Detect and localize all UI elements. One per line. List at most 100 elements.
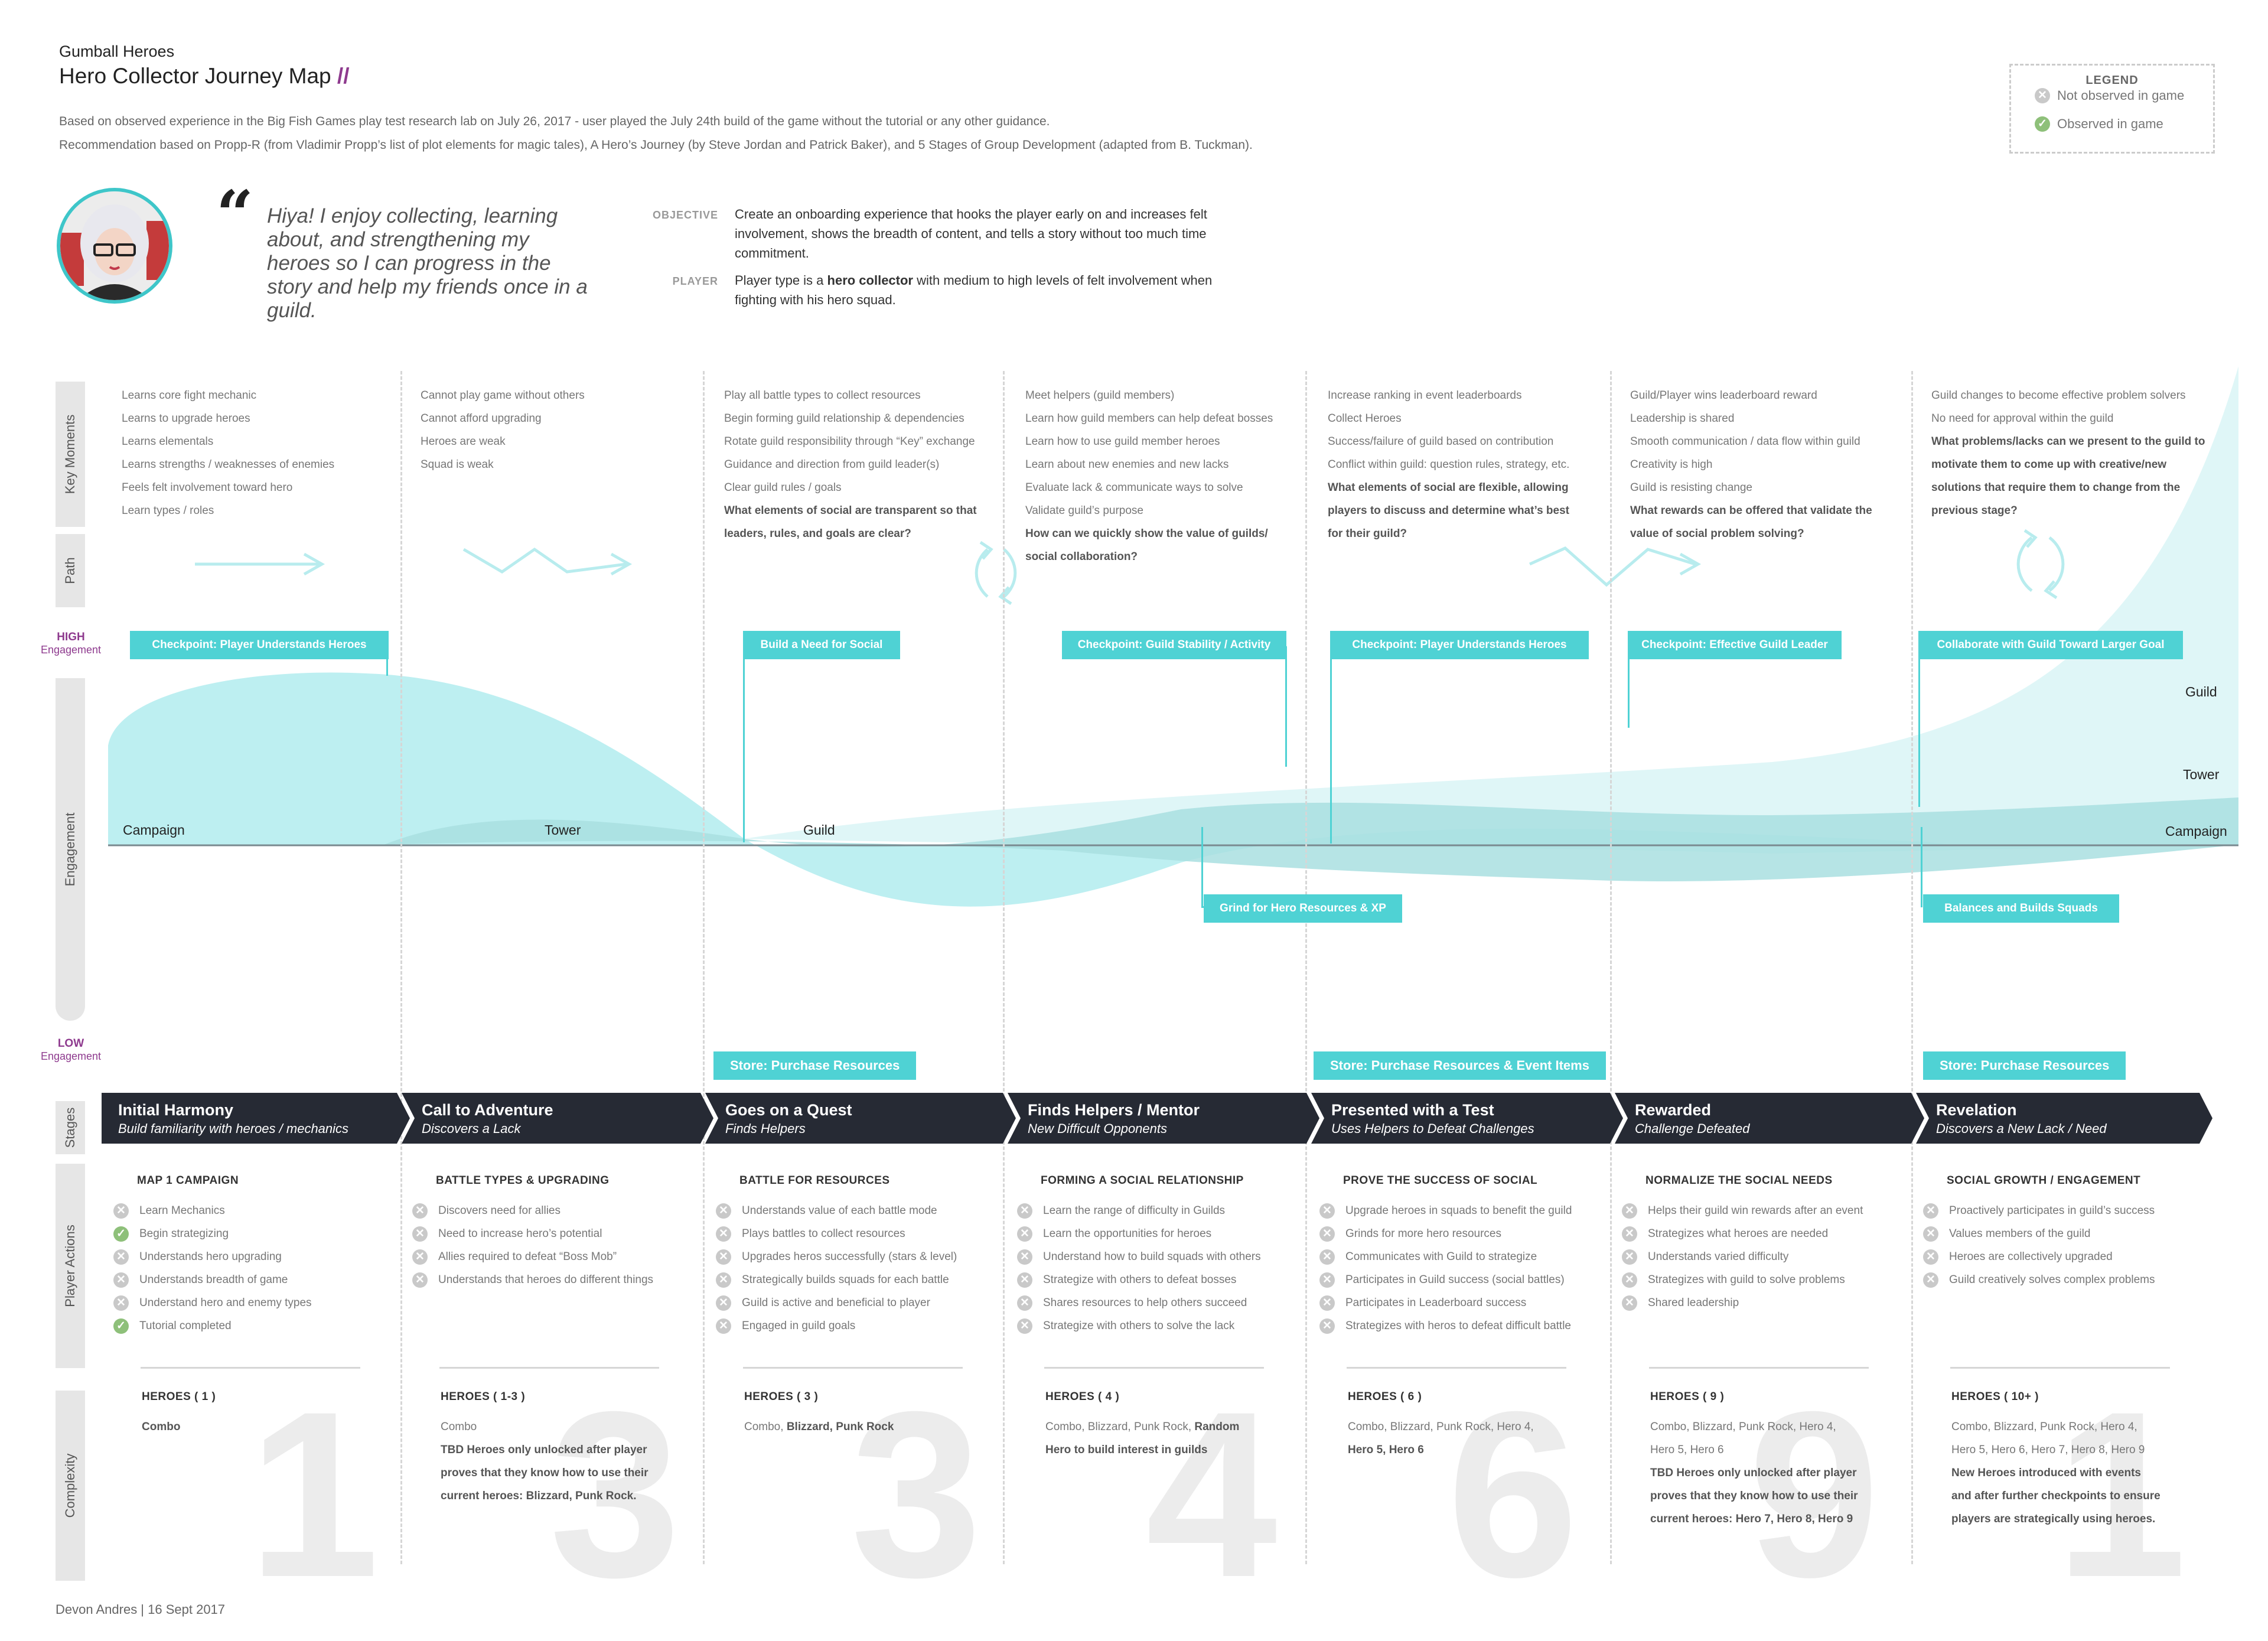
column-divider	[1305, 371, 1307, 1564]
complexity-line: current heroes: Blizzard, Punk Rock.	[441, 1484, 695, 1507]
legend-row-observed: ✓Observed in game	[2035, 116, 2163, 132]
complexity-heading: HEROES ( 3 )	[744, 1391, 819, 1403]
not-observed-icon: ✕	[716, 1272, 731, 1288]
not-observed-icon: ✕	[1017, 1249, 1032, 1265]
not-observed-icon: ✕	[412, 1226, 428, 1242]
stage-title: Initial Harmony	[118, 1101, 234, 1119]
not-observed-icon: ✕	[1017, 1318, 1032, 1334]
player-action-item: ✕Strategizes with guild to solve problem…	[1622, 1268, 1899, 1291]
player-action-item: ✕Shares resources to help others succeed	[1017, 1291, 1295, 1314]
not-observed-icon: ✕	[1017, 1203, 1032, 1219]
tower-label-right: Tower	[2183, 767, 2220, 782]
player-actions-column: NORMALIZE THE SOCIAL NEEDS✕Helps their g…	[1622, 1174, 1899, 1314]
player-action-text: Values members of the guild	[1949, 1228, 2091, 1240]
key-moment-item: Guild changes to become effective proble…	[1931, 389, 2186, 402]
key-moment-item: Clear guild rules / goals	[724, 481, 842, 494]
section-rule	[141, 1367, 360, 1369]
key-moment-item: Cannot play game without others	[421, 389, 585, 402]
complexity-line: Combo, Blizzard, Punk Rock	[744, 1415, 998, 1438]
key-moments-column: Guild changes to become effective proble…	[1931, 384, 2209, 522]
player-actions-column: MAP 1 CAMPAIGN✕Learn Mechanics✓Begin str…	[113, 1174, 391, 1337]
guild-area	[744, 366, 2238, 854]
player-action-item: ✕Strategizes with heros to defeat diffic…	[1319, 1314, 1597, 1337]
key-moment-question: What elements of social are transparent …	[724, 504, 977, 517]
complexity-line: Hero 5, Hero 6, Hero 7, Hero 8, Hero 9	[1951, 1438, 2205, 1461]
legend-not-observed-label: Not observed in game	[2057, 88, 2185, 103]
player-actions-column: BATTLE FOR RESOURCES✕Understands value o…	[716, 1174, 993, 1337]
player-action-item: ✕Values members of the guild	[1923, 1222, 2201, 1245]
player-action-text: Proactively participates in guild’s succ…	[1949, 1204, 2155, 1217]
row-label-key-moments: Key Moments	[56, 382, 85, 527]
not-observed-icon: ✕	[1319, 1249, 1335, 1265]
player-actions-heading: SOCIAL GROWTH / ENGAGEMENT	[1947, 1174, 2141, 1187]
not-observed-icon: ✕	[716, 1318, 731, 1334]
section-rule	[743, 1367, 963, 1369]
checkpoint-leader-line	[1285, 646, 1287, 767]
campaign-area	[108, 672, 1949, 907]
not-observed-icon: ✕	[412, 1203, 428, 1219]
observed-icon: ✓	[2035, 116, 2050, 132]
player-action-item: ✕Guild creatively solves complex problem…	[1923, 1268, 2201, 1291]
key-moment-question: What rewards can be offered that validat…	[1630, 504, 1872, 517]
engagement-low-sub: Engagement	[40, 1050, 102, 1062]
key-moment-item: Evaluate lack & communicate ways to solv…	[1025, 481, 1243, 494]
not-observed-icon: ✕	[113, 1203, 129, 1219]
row-label-stages: Stages	[56, 1101, 85, 1154]
stage-subtitle: New Difficult Opponents	[1028, 1121, 1167, 1136]
complexity-line: Combo, Blizzard, Punk Rock, Hero 4,	[1650, 1415, 1904, 1438]
key-moment-item: Learns core fight mechanic	[122, 389, 257, 402]
complexity-line-text: and after further checkpoints to ensure	[1951, 1490, 2161, 1502]
not-observed-icon: ✕	[1319, 1295, 1335, 1311]
player-actions-column: PROVE THE SUCCESS OF SOCIAL✕Upgrade hero…	[1319, 1174, 1597, 1337]
key-moment-item: Learn types / roles	[122, 504, 214, 517]
not-observed-icon: ✕	[412, 1272, 428, 1288]
player-action-text: Learn Mechanics	[139, 1204, 225, 1217]
player-action-text: Upgrades heros successfully (stars & lev…	[742, 1251, 957, 1263]
player-action-item: ✕Strategize with others to solve the lac…	[1017, 1314, 1295, 1337]
path-cycle-icon-1	[975, 541, 1017, 605]
complexity-heading: HEROES ( 9 )	[1650, 1391, 1725, 1403]
stage-title: Revelation	[1936, 1101, 2017, 1119]
complexity-line: TBD Heroes only unlocked after player	[441, 1438, 695, 1461]
section-rule	[1347, 1367, 1566, 1369]
key-moment-question: players to discuss and determine what’s …	[1328, 504, 1569, 517]
player-action-item: ✕Understands hero upgrading	[113, 1245, 391, 1268]
key-moment-item: Smooth communication / data flow within …	[1630, 435, 1860, 448]
complexity-line: players are strategically using heroes.	[1951, 1507, 2205, 1531]
complexity-line-text: Hero 5, Hero 6, Hero 7, Hero 8, Hero 9	[1951, 1444, 2145, 1456]
key-moment-item: Creativity is high	[1630, 458, 1713, 471]
persona-quote: Hiya! I enjoy collecting, learning about…	[267, 204, 588, 322]
player-action-text: Plays battles to collect resources	[742, 1228, 905, 1240]
player-action-item: ✕Strategize with others to defeat bosses	[1017, 1268, 1295, 1291]
player-text-post: with medium to high levels of felt invol…	[735, 273, 1213, 307]
complexity-line-text: Combo, Blizzard, Punk Rock,	[1045, 1421, 1195, 1433]
player-actions-column: FORMING A SOCIAL RELATIONSHIP✕Learn the …	[1017, 1174, 1295, 1337]
legend-row-not-observed: ✕Not observed in game	[2035, 88, 2184, 103]
campaign-label-right: Campaign	[2165, 823, 2227, 839]
guild-label-right: Guild	[2185, 684, 2217, 699]
player-action-text: Allies required to defeat “Boss Mob”	[438, 1251, 617, 1263]
complexity-line-text: TBD Heroes only unlocked after player	[1650, 1467, 1857, 1479]
not-observed-icon: ✕	[1622, 1203, 1637, 1219]
player-actions-column: SOCIAL GROWTH / ENGAGEMENT✕Proactively p…	[1923, 1174, 2201, 1291]
complexity-heading: HEROES ( 10+ )	[1951, 1391, 2039, 1403]
player-action-text: Tutorial completed	[139, 1320, 232, 1332]
key-moment-item: Meet helpers (guild members)	[1025, 389, 1175, 402]
complexity-big-number: 1	[2055, 1362, 2187, 1626]
complexity-line-text: proves that they know how to use their	[441, 1467, 649, 1479]
player-action-item: ✕Plays battles to collect resources	[716, 1222, 993, 1245]
complexity-line: Combo, Blizzard, Punk Rock, Random	[1045, 1415, 1299, 1438]
key-moment-item: Validate guild’s purpose	[1025, 504, 1143, 517]
quote-mark-icon: “	[216, 176, 254, 252]
key-moment-item: Guild/Player wins leaderboard reward	[1630, 389, 1817, 402]
player-action-text: Guild is active and beneficial to player	[742, 1297, 930, 1309]
key-moment-item: Begin forming guild relationship & depen…	[724, 412, 964, 425]
store-callout: Store: Purchase Resources	[713, 1051, 917, 1080]
player-action-text: Shared leadership	[1648, 1297, 1739, 1309]
complexity-big-number: 3	[549, 1362, 681, 1626]
complexity-line-text: players are strategically using heroes.	[1951, 1513, 2156, 1525]
objective-label: OBJECTIVE	[652, 209, 718, 221]
